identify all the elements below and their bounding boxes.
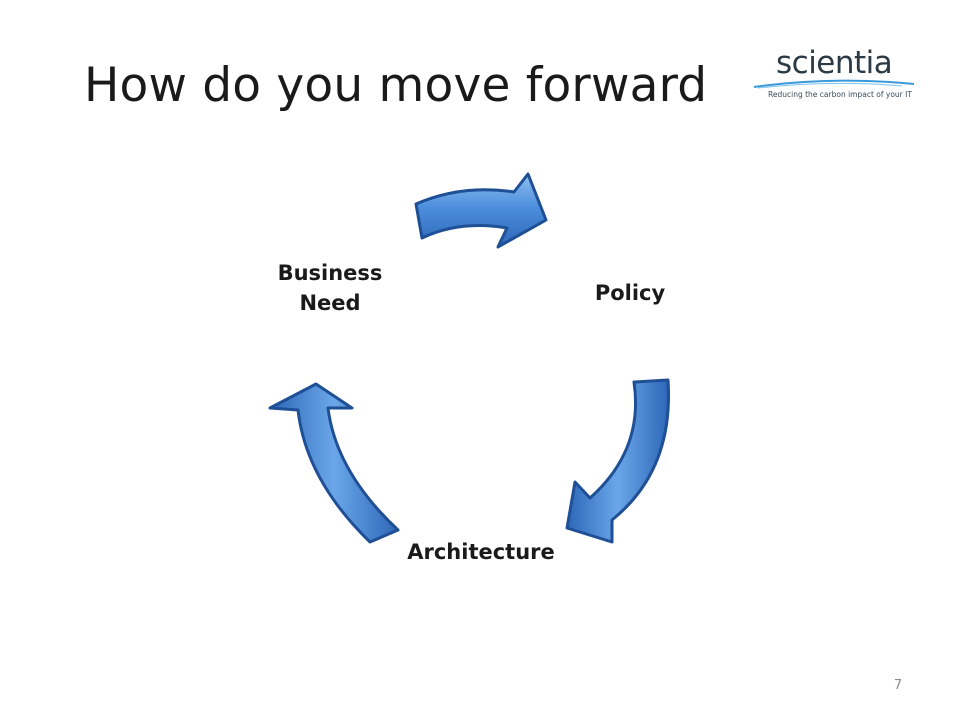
node-business-need: Business Need — [277, 261, 383, 316]
arrow-business-to-policy — [414, 172, 548, 249]
logo-swoosh-icon — [753, 79, 915, 89]
arrow-architecture-to-business — [268, 382, 400, 544]
scientia-logo: scientia Reducing the carbon impact of y… — [752, 48, 916, 104]
node-policy: Policy — [594, 281, 666, 305]
arrow-policy-to-architecture — [565, 378, 671, 544]
page-number: 7 — [893, 678, 903, 693]
slide-title: How do you move forward — [84, 58, 708, 113]
logo-wordmark: scientia — [776, 45, 893, 81]
logo-tagline: Reducing the carbon impact of your IT — [768, 90, 912, 99]
node-architecture: Architecture — [407, 540, 555, 564]
